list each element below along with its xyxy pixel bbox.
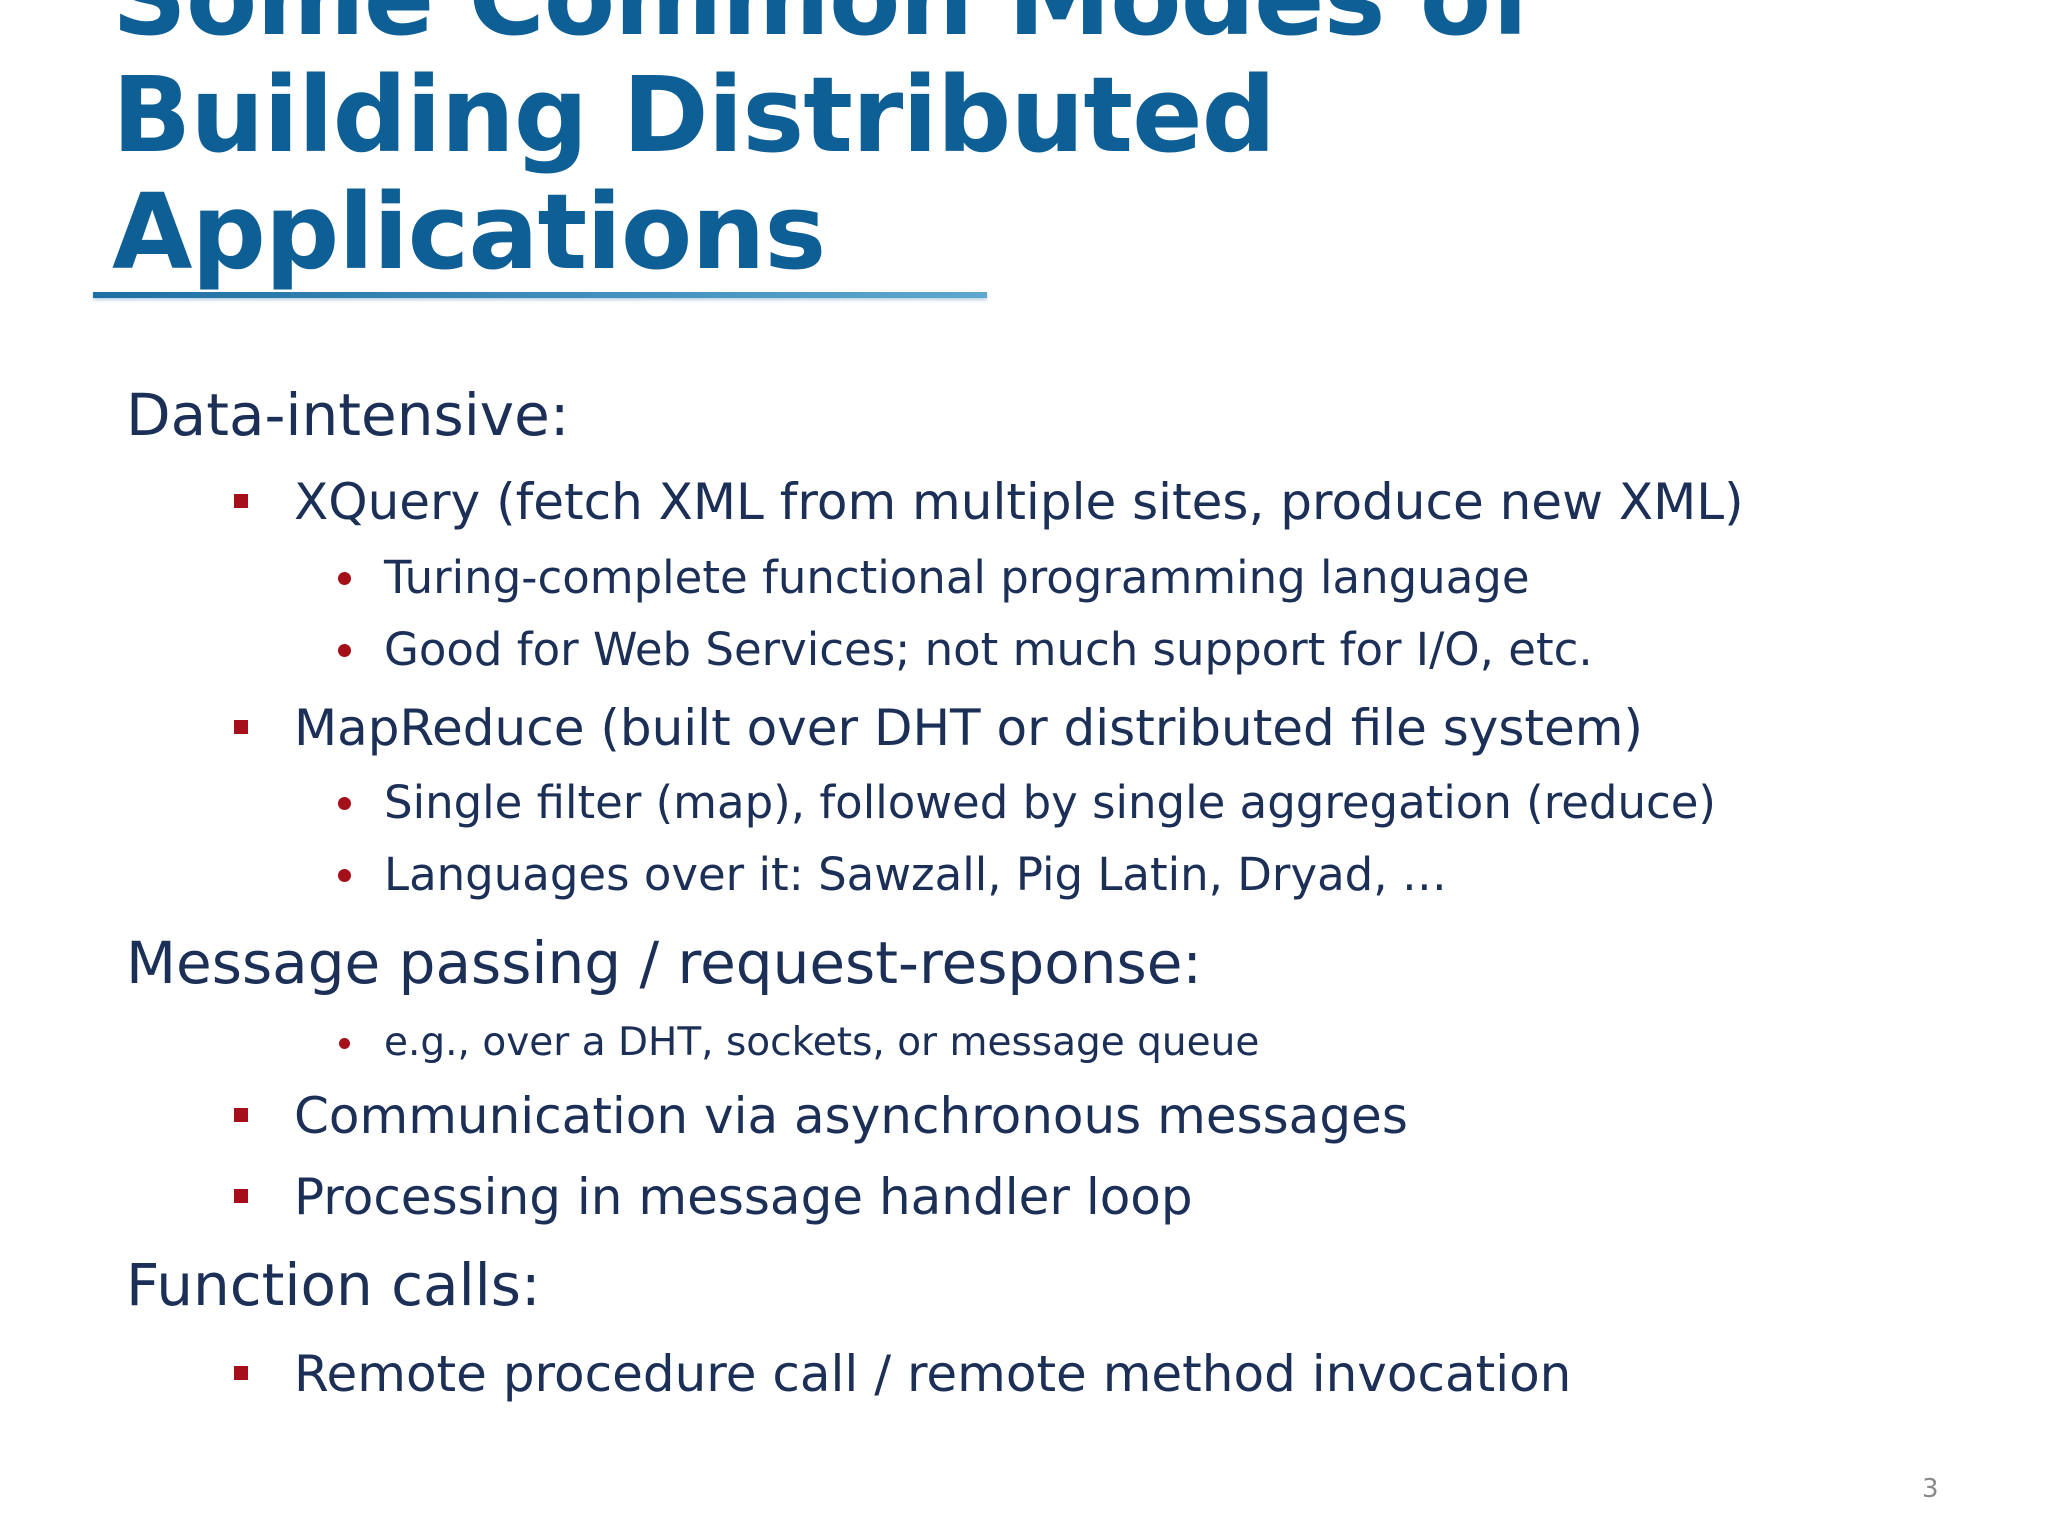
- list-item-handler-loop: Processing in message handler loop: [294, 1168, 1193, 1226]
- list-item-mapreduce: MapReduce (built over DHT or distributed…: [294, 699, 1643, 757]
- title-line-2: Building Distributed: [112, 54, 1276, 176]
- heading-function-calls: Function calls:: [126, 1251, 541, 1319]
- round-bullet-icon: [338, 797, 351, 810]
- list-item-xquery: XQuery (fetch XML from multiple sites, p…: [294, 473, 1744, 531]
- title-underline: [93, 292, 987, 298]
- list-item-message-passing-sub-1: e.g., over a DHT, sockets, or message qu…: [384, 1020, 1260, 1065]
- heading-message-passing: Message passing / request-response:: [126, 929, 1202, 997]
- square-bullet-icon: [234, 1108, 248, 1122]
- heading-data-intensive: Data-intensive:: [126, 381, 570, 449]
- title-line-3: Applications: [112, 171, 826, 293]
- list-item-xquery-sub-1: Turing-complete functional programming l…: [384, 551, 1530, 604]
- square-bullet-icon: [234, 720, 248, 734]
- round-bullet-icon: [339, 1038, 350, 1049]
- square-bullet-icon: [234, 1366, 248, 1380]
- title-line-1: Some Common Modes of: [112, 0, 1612, 57]
- round-bullet-icon: [338, 869, 351, 882]
- round-bullet-icon: [338, 572, 351, 585]
- list-item-xquery-sub-2: Good for Web Services; not much support …: [384, 623, 1593, 676]
- square-bullet-icon: [234, 1189, 248, 1203]
- list-item-async-messages: Communication via asynchronous messages: [294, 1087, 1408, 1145]
- list-item-mapreduce-sub-2: Languages over it: Sawzall, Pig Latin, D…: [384, 848, 1447, 901]
- list-item-mapreduce-sub-1: Single filter (map), followed by single …: [384, 776, 1716, 829]
- square-bullet-icon: [234, 494, 248, 508]
- page-number: 3: [1922, 1474, 1939, 1504]
- slide-title: Some Common Modes of Building Distribute…: [112, 0, 1612, 291]
- list-item-rpc: Remote procedure call / remote method in…: [294, 1345, 1572, 1403]
- round-bullet-icon: [338, 644, 351, 657]
